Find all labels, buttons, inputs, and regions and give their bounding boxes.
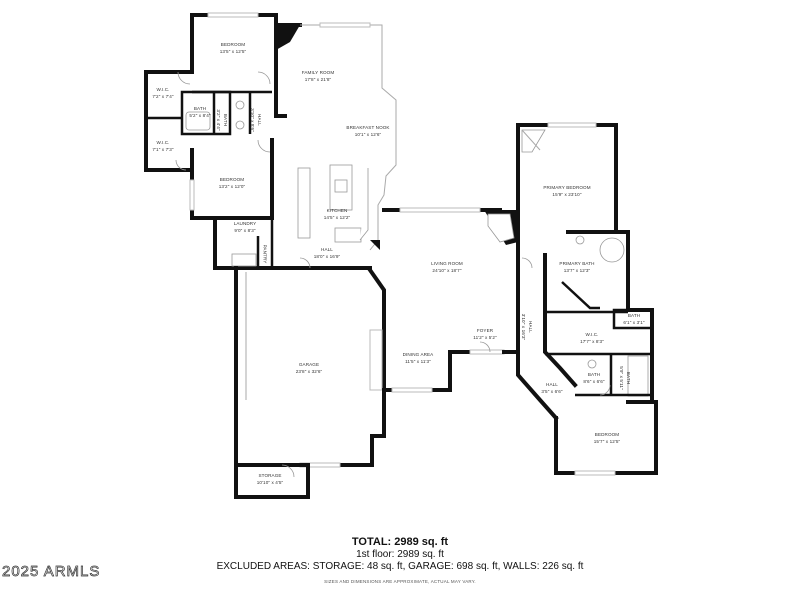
first-floor-area: 1st floor: 2989 sq. ft xyxy=(356,549,444,560)
room-name: STORAGE xyxy=(258,473,282,478)
room-label-bath-1: BATH 5'2" x 8'4" xyxy=(189,105,210,119)
room-dimensions: 18'0" x 16'9" xyxy=(313,254,341,259)
room-dimensions: 10'10" x 4'5" xyxy=(256,480,284,485)
room-label-wic-3: W.I.C. 17'7" x 8'3" xyxy=(580,331,604,345)
room-name: KITCHEN xyxy=(326,208,348,213)
room-label-garage: GARAGE 23'8" x 32'6" xyxy=(296,361,323,375)
floor-plan xyxy=(144,12,658,499)
room-name: W.I.C. xyxy=(156,140,170,145)
room-label-storage: STORAGE 10'10" x 4'5" xyxy=(257,472,284,486)
room-dimensions: 11'2" x 5'2" xyxy=(473,335,497,340)
room-name: BEDROOM xyxy=(220,42,246,47)
room-name: BATH xyxy=(223,113,228,127)
room-name: BATH xyxy=(626,371,631,385)
room-dimensions: 3'5" x 6'6" xyxy=(541,389,563,394)
room-label-breakfast-nook: BREAKFAST NOOK 10'1" x 12'6" xyxy=(346,124,389,138)
room-label-wic-1: W.I.C. 7'2" x 7'4" xyxy=(152,86,173,100)
room-dimensions: 13'5" x 12'5" xyxy=(219,49,247,54)
room-name: PRIMARY BEDROOM xyxy=(543,185,591,190)
room-dimensions: 14'5" x 12'2" xyxy=(323,215,351,220)
room-name: BREAKFAST NOOK xyxy=(346,125,390,130)
room-name: BATH xyxy=(587,372,601,377)
room-name: GARAGE xyxy=(298,362,320,367)
room-name: FAMILY ROOM xyxy=(301,70,335,75)
room-dimensions: 7'2" x 7'4" xyxy=(152,94,174,99)
room-name: BATH xyxy=(193,106,207,111)
room-dimensions: 7'1" x 7'3" xyxy=(152,147,174,152)
room-dimensions: 15'9" x 23'10" xyxy=(552,192,582,197)
room-name: BATH xyxy=(627,313,641,318)
room-name: HALL xyxy=(321,247,333,252)
room-label-dining-area: DINING AREA 11'5" x 11'3" xyxy=(403,351,434,365)
room-label-bath-3: BATH 6'1" x 3'1" xyxy=(623,312,644,326)
room-dimensions: 8'6" x 6'6" xyxy=(583,379,605,384)
total-area: TOTAL: 2989 sq. ft xyxy=(351,536,449,548)
room-name: HALL xyxy=(257,114,262,126)
room-name: HALL xyxy=(546,382,558,387)
room-label-family-room: FAMILY ROOM 17'8" x 21'8" xyxy=(302,69,335,83)
room-label-pantry: PANTRY xyxy=(262,245,269,264)
room-name: BEDROOM xyxy=(219,177,245,182)
room-label-hall-2: HALL 18'0" x 16'9" xyxy=(314,246,341,260)
room-dimensions: 13'7" x 12'3" xyxy=(563,268,591,273)
room-dimensions: 17'8" x 21'8" xyxy=(304,77,332,82)
room-name: W.I.C. xyxy=(156,87,170,92)
excluded-areas: EXCLUDED AREAS: STORAGE: 48 sq. ft, GARA… xyxy=(216,561,584,572)
room-dimensions: 17'7" x 8'3" xyxy=(580,339,604,344)
room-name: PANTRY xyxy=(262,244,268,264)
room-dimensions: 15'7" x 12'5" xyxy=(593,439,621,444)
room-dimensions: 5'9" x 5'11" xyxy=(619,366,624,390)
room-name: FOYER xyxy=(476,328,494,333)
room-dimensions: 10'1" x 12'6" xyxy=(354,132,382,137)
room-name: LAUNDRY xyxy=(233,221,257,226)
room-label-kitchen: KITCHEN 14'5" x 12'2" xyxy=(324,207,351,221)
room-name: HALL xyxy=(528,321,533,333)
room-dimensions: 6'1" x 3'1" xyxy=(623,320,645,325)
room-dimensions: 13'2" x 12'0" xyxy=(218,184,246,189)
room-dimensions: 3'10" x 16'3" xyxy=(521,313,526,341)
room-name: PRIMARY BATH xyxy=(559,261,595,266)
room-name: LIVING ROOM xyxy=(431,261,463,266)
room-label-laundry: LAUNDRY 9'0" x 8'3" xyxy=(234,220,257,234)
room-dimensions: 3'10" x 8'6" xyxy=(250,108,255,132)
watermark: 2025 ARMLS xyxy=(2,563,101,581)
room-name: DINING AREA xyxy=(402,352,434,357)
room-label-primary-bath: PRIMARY BATH 13'7" x 12'3" xyxy=(559,260,594,274)
room-dimensions: 3'2" x 4'4" xyxy=(216,109,221,131)
room-label-living-room: LIVING ROOM 24'10" x 18'7" xyxy=(431,260,463,274)
room-dimensions: 9'0" x 8'3" xyxy=(234,228,256,233)
room-label-foyer: FOYER 11'2" x 5'2" xyxy=(473,327,497,341)
room-label-bedroom-se: BEDROOM 15'7" x 12'5" xyxy=(594,431,621,445)
room-dimensions: 11'5" x 11'3" xyxy=(405,359,431,364)
disclaimer: SIZES AND DIMENSIONS ARE APPROXIMATE, AC… xyxy=(324,579,476,584)
room-dimensions: 5'2" x 8'4" xyxy=(189,113,211,118)
room-name: W.I.C. xyxy=(585,332,599,337)
room-dimensions: 23'8" x 32'6" xyxy=(295,369,323,374)
room-label-hall-4: HALL 3'5" x 6'6" xyxy=(541,381,562,395)
room-label-bedroom-nw: BEDROOM 13'5" x 12'5" xyxy=(220,41,247,55)
room-label-wic-2: W.I.C. 7'1" x 7'3" xyxy=(152,139,173,153)
room-label-primary-bedroom: PRIMARY BEDROOM 15'9" x 23'10" xyxy=(543,184,590,198)
room-label-bath-4: BATH 8'6" x 6'6" xyxy=(583,371,604,385)
room-label-bedroom-w: BEDROOM 13'2" x 12'0" xyxy=(219,176,246,190)
room-name: BEDROOM xyxy=(594,432,620,437)
room-dimensions: 24'10" x 18'7" xyxy=(432,268,462,273)
